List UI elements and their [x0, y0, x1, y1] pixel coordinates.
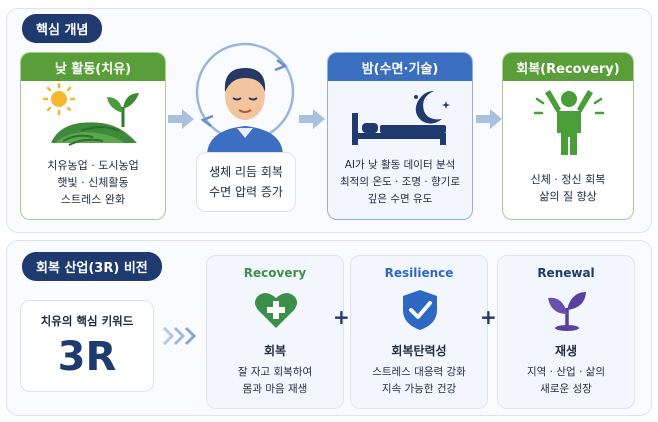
arrow-right-icon: [476, 109, 502, 129]
r-card-title: Renewal: [537, 266, 595, 280]
night-sleep-header: 밤(수면·기술): [328, 53, 472, 81]
day-activity-line: 치유농업 · 도시농업: [47, 159, 139, 172]
core-concept-title: 핵심 개념: [22, 14, 103, 43]
shield-check-icon: [403, 290, 437, 330]
keyword-value: 3R: [57, 334, 117, 380]
bio-rhythm-line: 수면 압력 증가: [209, 185, 283, 199]
bed-moon-icon: [352, 91, 450, 145]
sleeping-person-cycle-icon: [195, 42, 295, 156]
r-card-line: 지속 가능한 건강: [381, 383, 457, 395]
arrow-right-icon: [299, 109, 325, 129]
r-card-line: 잘 자고 회복하여: [237, 366, 313, 378]
triple-chevron-icon: [162, 326, 197, 346]
resilience-r-card: Resilience 회복탄력성 스트레스 대응력 강화 지속 가능한 건강: [350, 255, 488, 409]
night-sleep-card: 밤(수면·기술) AI가 낮 활동 데이터 분석 최적의 온도 · 조명 · 향…: [327, 52, 473, 220]
plus-sign: +: [333, 305, 350, 329]
bio-rhythm-line: 생체 리듬 회복: [209, 165, 283, 179]
night-sleep-line: AI가 낮 활동 데이터 분석: [344, 159, 456, 171]
person-cheering-icon: [533, 90, 605, 155]
day-activity-card: 낮 활동(치유) 치유농업 · 도시농업 햇빛 · 신체활동 스트레스 완화: [20, 52, 166, 220]
arrow-right-icon: [168, 109, 194, 129]
farm-sun-icon: [42, 83, 139, 146]
recovery-line: 삶의 질 향상: [539, 190, 597, 203]
r-card-title: Recovery: [243, 266, 307, 280]
keyword-label: 치유의 핵심 키워드: [40, 314, 134, 328]
r-card-line: 몸과 마음 재생: [242, 383, 308, 395]
r-card-title: Resilience: [384, 266, 454, 280]
night-sleep-line: 최적의 온도 · 조명 · 향기로: [340, 176, 460, 188]
r-card-name: 회복: [263, 344, 287, 358]
renewal-r-card: Renewal 재생 지역 · 산업 · 삶의 새로운 성장: [497, 255, 635, 409]
night-sleep-line: 깊은 수면 유도: [367, 193, 433, 205]
r-card-line: 스트레스 대응력 강화: [372, 366, 466, 378]
day-activity-header: 낮 활동(치유): [21, 53, 165, 81]
vision-title: 회복 산업(3R) 비전: [22, 252, 162, 281]
sprout-icon: [548, 292, 586, 331]
recovery-r-card: Recovery 회복 잘 자고 회복하여 몸과 마음 재생: [206, 255, 344, 409]
day-activity-line: 스트레스 완화: [60, 193, 126, 206]
recovery-line: 신체 · 정신 회복: [530, 173, 606, 186]
r-card-line: 지역 · 산업 · 삶의: [527, 366, 605, 378]
recovery-card: 회복(Recovery) 신체 · 정신 회복 삶의 질 향상: [502, 52, 634, 220]
r-card-name: 회복탄력성: [391, 344, 447, 358]
keyword-box: 치유의 핵심 키워드 3R: [20, 300, 154, 392]
plus-sign: +: [480, 305, 497, 329]
r-card-line: 새로운 성장: [540, 383, 592, 395]
day-activity-line: 햇빛 · 신체활동: [57, 176, 129, 189]
bio-rhythm-box: 생체 리듬 회복 수면 압력 증가: [196, 152, 296, 212]
recovery-header: 회복(Recovery): [503, 53, 633, 81]
heart-plus-icon: [255, 292, 297, 328]
r-card-name: 재생: [554, 344, 578, 358]
